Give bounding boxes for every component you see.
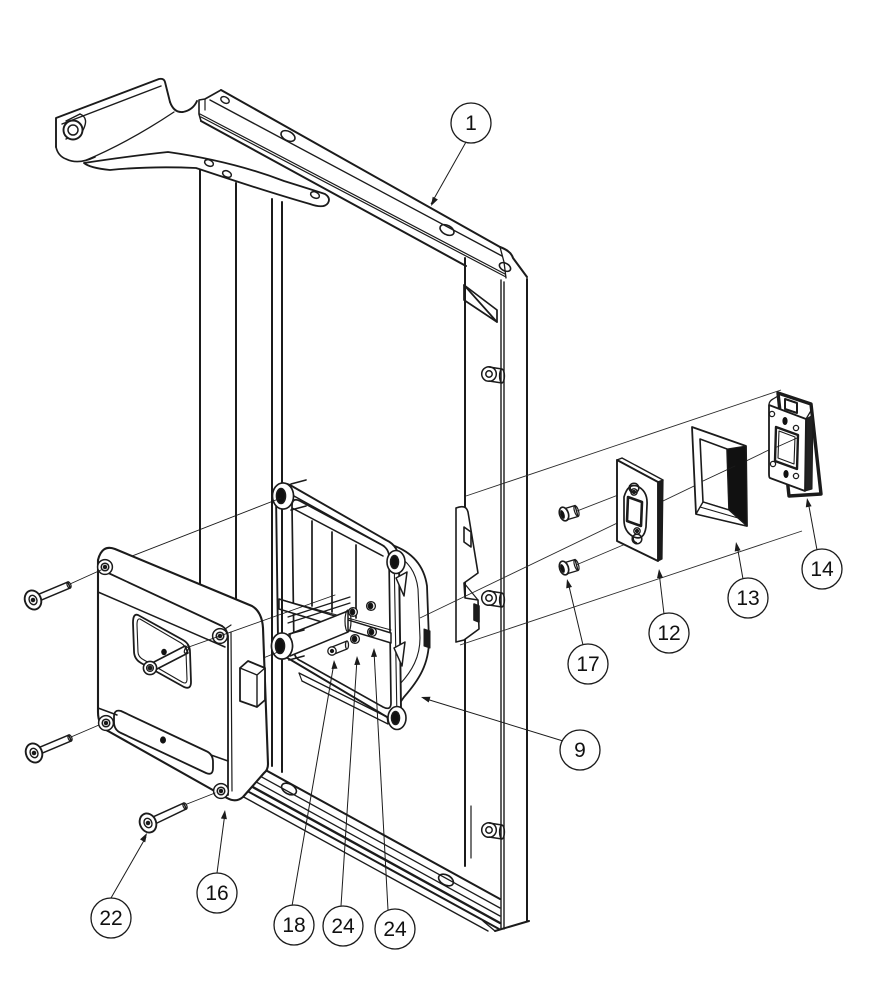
svg-text:1: 1 [465,112,477,135]
svg-text:17: 17 [576,653,599,676]
svg-text:12: 12 [657,622,680,645]
svg-text:16: 16 [205,882,228,905]
svg-text:24: 24 [383,918,407,941]
svg-text:13: 13 [736,587,759,610]
svg-text:18: 18 [282,914,305,937]
svg-text:24: 24 [331,915,355,938]
svg-text:9: 9 [574,739,586,762]
svg-text:22: 22 [99,907,122,930]
svg-text:14: 14 [810,558,834,581]
